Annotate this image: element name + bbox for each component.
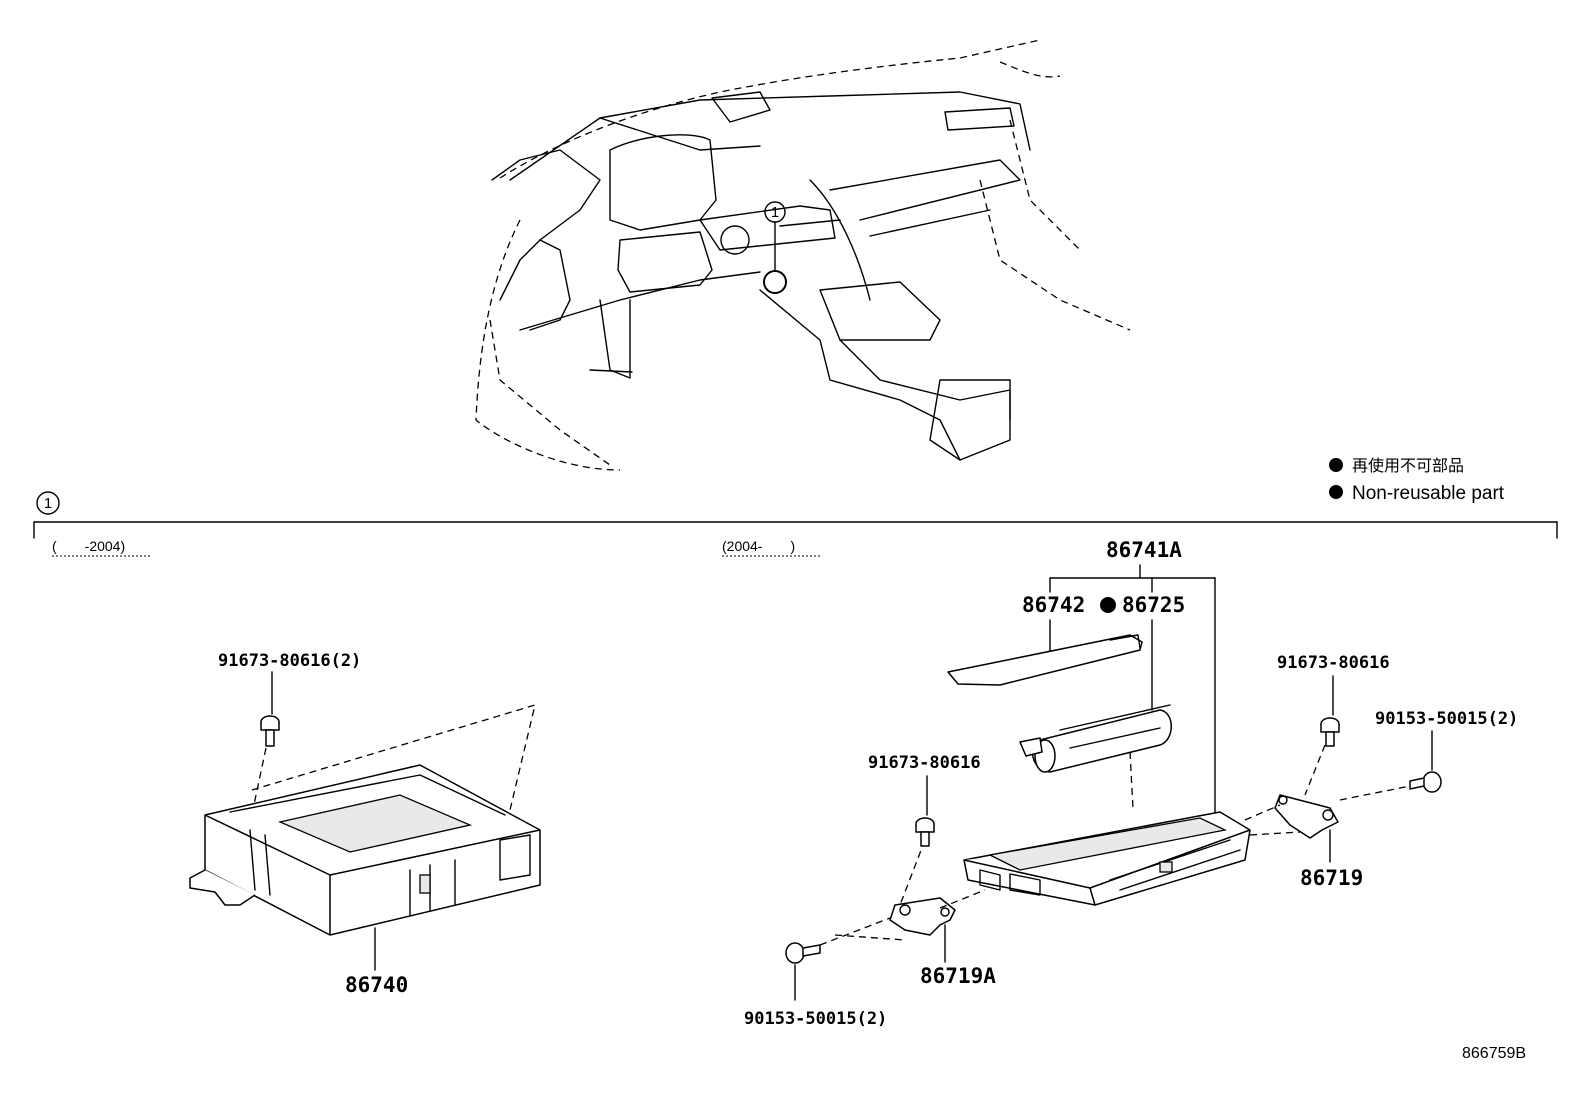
bolt-icon [785, 942, 821, 964]
callout-90153-50015-2-right: 90153-50015(2) [1375, 709, 1518, 729]
bolt-icon [1409, 771, 1442, 793]
callout-86741A: 86741A [1106, 538, 1182, 562]
reference-code: 866759B [1462, 1045, 1526, 1062]
non-reusable-bullet-icon [1329, 458, 1343, 472]
dashboard-illustration: 1 [475, 39, 1131, 471]
bolt-icon [260, 715, 280, 747]
legend-english: Non-reusable part [1352, 483, 1505, 504]
section-bracket: 1 ( -2004) (2004- ) [33, 491, 1558, 557]
callout-91673-80616-right: 91673-80616 [1277, 653, 1390, 673]
location-marker-number: 1 [771, 204, 779, 221]
unit-location-ring [763, 270, 787, 294]
callout-90153-50015-2-left: 90153-50015(2) [744, 1009, 887, 1029]
callout-86740: 86740 [345, 973, 408, 997]
callout-86742: 86742 [1022, 593, 1085, 617]
unit-86740: 86740 91673-80616(2) [189, 651, 541, 997]
bolt-icon [1320, 717, 1340, 747]
non-reusable-bullet-icon [1100, 597, 1116, 613]
non-reusable-bullet-icon [1329, 485, 1343, 499]
bolt-icon [915, 817, 935, 847]
callout-86719: 86719 [1300, 866, 1363, 890]
assembly-86741A: 86741A 86742 86725 [744, 538, 1518, 1029]
callout-91673-80616-2: 91673-80616(2) [218, 651, 361, 671]
range-left: ( -2004) [52, 538, 125, 554]
range-right: (2004- ) [722, 538, 795, 554]
callout-86719A: 86719A [920, 964, 996, 988]
callout-91673-80616-mid: 91673-80616 [868, 753, 981, 773]
legend-japanese: 再使用不可部品 [1352, 456, 1464, 475]
callout-86725: 86725 [1122, 593, 1185, 617]
section-marker-number: 1 [44, 495, 52, 512]
legend: 再使用不可部品 Non-reusable part [1329, 456, 1505, 504]
